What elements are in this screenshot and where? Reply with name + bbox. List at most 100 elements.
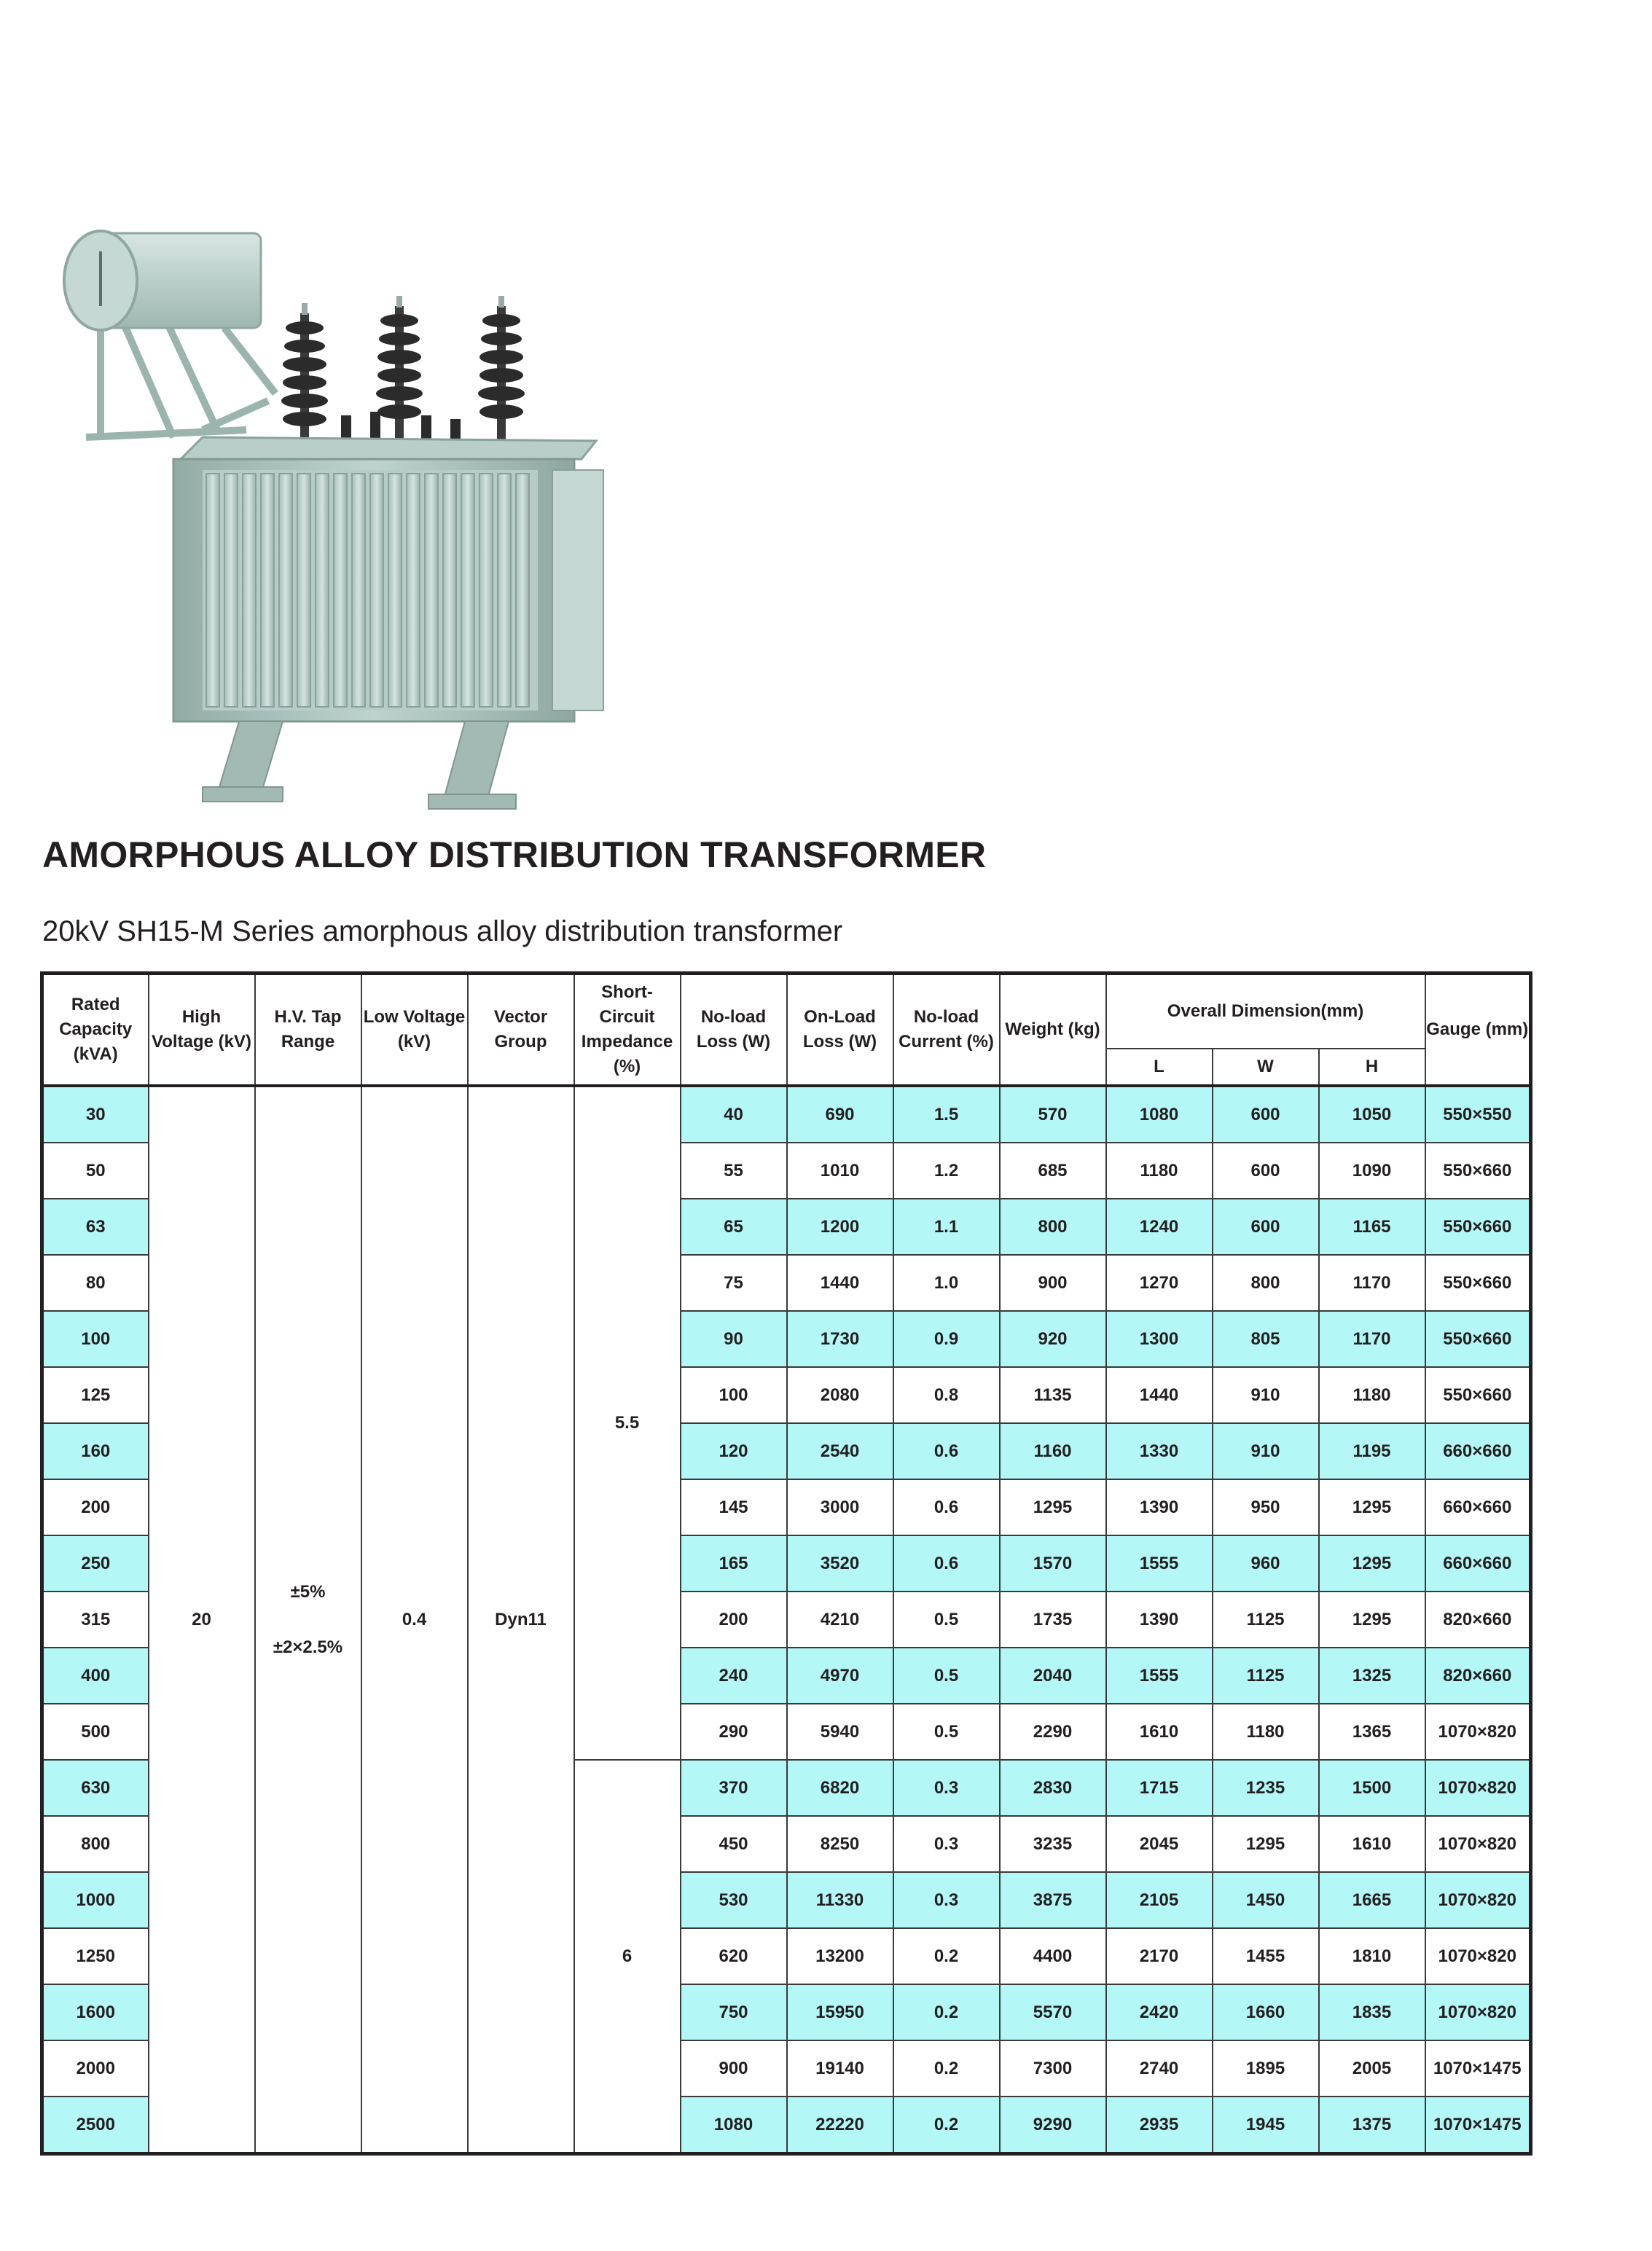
cell-gauge: 660×660 — [1424, 1479, 1532, 1536]
cell-dim-l: 2105 — [1105, 1871, 1213, 1929]
cell-no-load-current: 0.6 — [892, 1535, 1001, 1592]
cell-dim-l: 1330 — [1105, 1422, 1213, 1480]
cell-dim-w: 910 — [1211, 1366, 1320, 1424]
cell-dim-w: 960 — [1211, 1535, 1320, 1592]
cell-weight: 9290 — [998, 2096, 1107, 2155]
cell-on-load-loss: 1730 — [786, 1310, 894, 1368]
cell-no-load-current: 0.8 — [892, 1366, 1001, 1424]
header-weight: Weight (kg) — [998, 972, 1107, 1087]
cell-weight: 900 — [998, 1254, 1107, 1312]
cell-hv-tap-range: ±5%±2×2.5% — [254, 1085, 362, 2155]
cell-dim-l: 2170 — [1105, 1927, 1213, 1985]
cell-on-load-loss: 1200 — [786, 1198, 894, 1256]
cell-weight: 1735 — [998, 1591, 1107, 1648]
cell-no-load-current: 0.5 — [892, 1647, 1001, 1704]
cell-dim-w: 1125 — [1211, 1647, 1320, 1704]
cell-no-load-current: 0.6 — [892, 1479, 1001, 1536]
cell-dim-l: 2420 — [1105, 1984, 1213, 2041]
cell-rated-capacity: 1250 — [41, 1927, 149, 1985]
cell-gauge: 550×660 — [1424, 1254, 1532, 1312]
cell-dim-h: 1375 — [1318, 2096, 1426, 2155]
specification-table: Rated Capacity (kVA) High Voltage (kV) H… — [40, 971, 1532, 2156]
cell-impedance: 5.5 — [573, 1085, 681, 1761]
header-hv-tap-range: H.V. Tap Range — [254, 972, 362, 1087]
cell-weight: 3235 — [998, 1815, 1107, 1873]
cell-dim-w: 1125 — [1211, 1591, 1320, 1648]
cell-on-load-loss: 4970 — [786, 1647, 894, 1704]
cell-gauge: 1070×820 — [1424, 1703, 1532, 1761]
cell-dim-l: 1390 — [1105, 1591, 1213, 1648]
cell-rated-capacity: 100 — [41, 1310, 149, 1368]
cell-no-load-loss: 75 — [679, 1254, 788, 1312]
cell-dim-w: 910 — [1211, 1422, 1320, 1480]
header-rated-capacity: Rated Capacity (kVA) — [41, 972, 149, 1087]
transformer-product-image — [57, 219, 633, 823]
cell-dim-h: 1180 — [1318, 1366, 1426, 1424]
cell-rated-capacity: 315 — [41, 1591, 149, 1648]
cell-dim-h: 1295 — [1318, 1479, 1426, 1536]
cell-no-load-loss: 55 — [679, 1142, 788, 1199]
cell-no-load-current: 0.3 — [892, 1871, 1001, 1929]
cell-dim-l: 1390 — [1105, 1479, 1213, 1536]
cell-on-load-loss: 11330 — [786, 1871, 894, 1929]
conservator-tank — [63, 230, 262, 332]
cell-dim-w: 1660 — [1211, 1984, 1320, 2041]
cell-dim-h: 1325 — [1318, 1647, 1426, 1704]
cell-dim-w: 1295 — [1211, 1815, 1320, 1873]
cell-dim-l: 1300 — [1105, 1310, 1213, 1368]
cell-gauge: 1070×820 — [1424, 1984, 1532, 2041]
cell-dim-h: 1810 — [1318, 1927, 1426, 1985]
cell-on-load-loss: 13200 — [786, 1927, 894, 1985]
cell-gauge: 1070×820 — [1424, 1927, 1532, 1985]
cell-no-load-loss: 65 — [679, 1198, 788, 1256]
cell-on-load-loss: 3520 — [786, 1535, 894, 1592]
cell-no-load-loss: 90 — [679, 1310, 788, 1368]
cell-gauge: 550×660 — [1424, 1366, 1532, 1424]
cell-rated-capacity: 80 — [41, 1254, 149, 1312]
cell-dim-l: 1555 — [1105, 1535, 1213, 1592]
header-dim-w: W — [1211, 1048, 1320, 1087]
cell-gauge: 1070×820 — [1424, 1871, 1532, 1929]
cell-gauge: 1070×820 — [1424, 1815, 1532, 1873]
cell-dim-l: 2045 — [1105, 1815, 1213, 1873]
cell-no-load-current: 1.1 — [892, 1198, 1001, 1256]
cell-weight: 1160 — [998, 1422, 1107, 1480]
cell-high-voltage: 20 — [147, 1085, 256, 2155]
cell-no-load-loss: 900 — [679, 2040, 788, 2097]
cell-no-load-current: 0.5 — [892, 1591, 1001, 1648]
cell-no-load-current: 0.6 — [892, 1422, 1001, 1480]
cell-dim-h: 1295 — [1318, 1535, 1426, 1592]
cell-dim-l: 2740 — [1105, 2040, 1213, 2097]
cell-no-load-current: 1.2 — [892, 1142, 1001, 1199]
cell-dim-h: 1500 — [1318, 1759, 1426, 1817]
cell-weight: 2290 — [998, 1703, 1107, 1761]
cell-weight: 1135 — [998, 1366, 1107, 1424]
cell-gauge: 550×660 — [1424, 1310, 1532, 1368]
cell-dim-h: 1195 — [1318, 1422, 1426, 1480]
cell-dim-h: 1050 — [1318, 1085, 1426, 1143]
cell-dim-l: 1715 — [1105, 1759, 1213, 1817]
cell-rated-capacity: 200 — [41, 1479, 149, 1536]
cell-dim-h: 1610 — [1318, 1815, 1426, 1873]
cell-weight: 920 — [998, 1310, 1107, 1368]
cell-no-load-current: 0.5 — [892, 1703, 1001, 1761]
cell-no-load-loss: 530 — [679, 1871, 788, 1929]
cell-weight: 1295 — [998, 1479, 1107, 1536]
cell-weight: 570 — [998, 1085, 1107, 1143]
cell-on-load-loss: 4210 — [786, 1591, 894, 1648]
cell-dim-w: 1895 — [1211, 2040, 1320, 2097]
cell-no-load-current: 0.2 — [892, 2040, 1001, 2097]
cell-rated-capacity: 125 — [41, 1366, 149, 1424]
cell-on-load-loss: 5940 — [786, 1703, 894, 1761]
cell-no-load-loss: 750 — [679, 1984, 788, 2041]
